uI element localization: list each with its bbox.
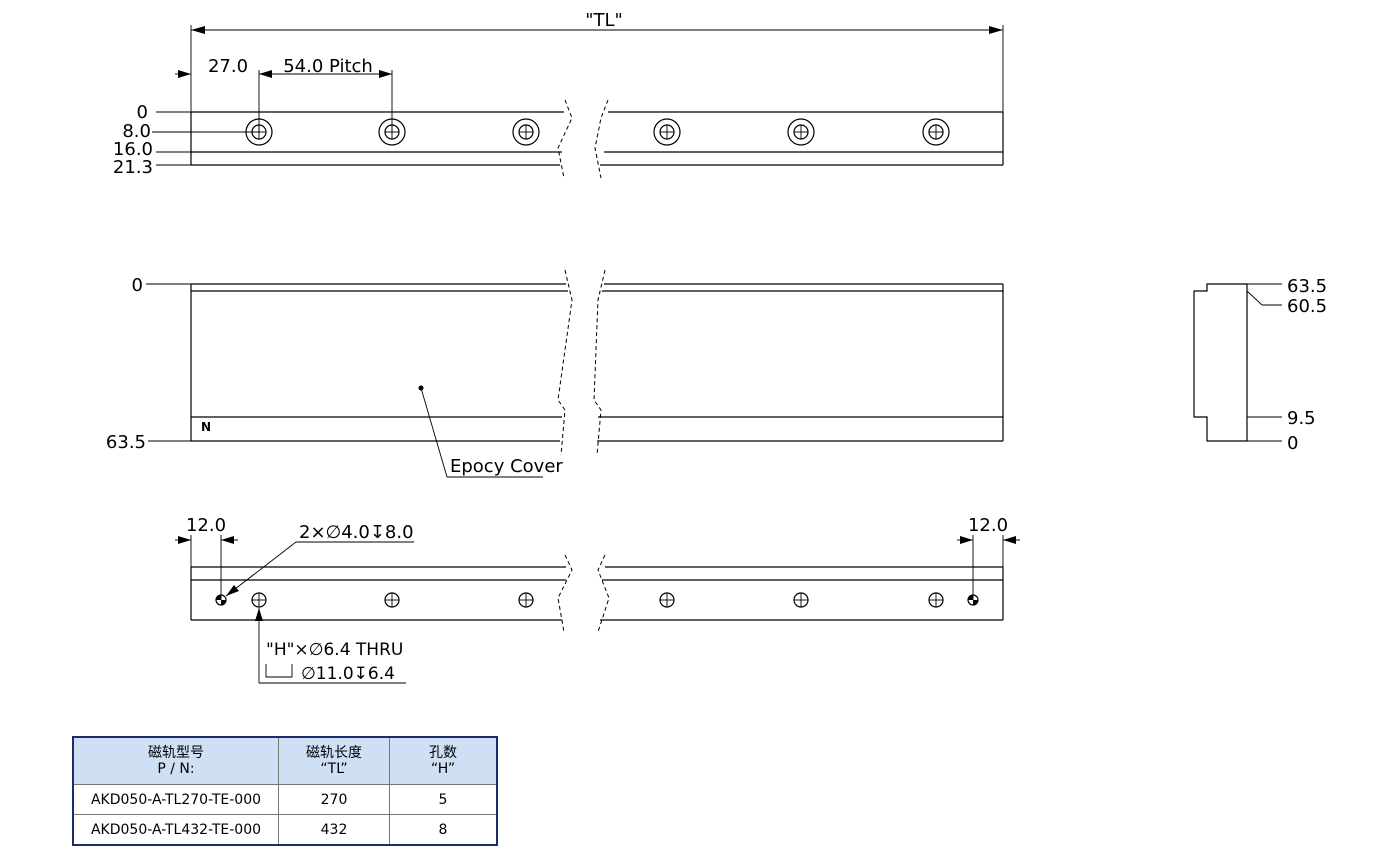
left-offset-label: 12.0	[186, 515, 226, 536]
epoxy-cover-label: Epocy Cover	[450, 456, 563, 477]
part-number-table: 磁轨型号 P / N: 磁轨长度 “TL” 孔数 “H” AKD050-A-TL…	[72, 736, 498, 846]
table-row: AKD050-A-TL270-TE-000 270 5	[72, 784, 498, 815]
through-hole	[659, 592, 675, 608]
top-view: "TL" 27.0 54.0 Pitch 0 8.0 16.0 21.3	[113, 10, 1004, 179]
header-hole-count: 孔数 “H”	[389, 736, 498, 785]
small-hole-callout: 2×∅4.0↧8.0	[299, 522, 414, 543]
through-hole	[251, 592, 267, 608]
row-label-0: 0	[137, 102, 148, 123]
front-view: 0 63.5 N Epocy Cover	[106, 269, 1004, 478]
bottom-view: 12.0 12.0 2×∅4.0↧8.0 "H"×∅6.4 THRU ∅11.0…	[175, 515, 1020, 684]
row-label-16: 16.0	[113, 139, 153, 160]
cell-length: 270	[278, 784, 390, 815]
pitch-label: 54.0 Pitch	[283, 56, 373, 77]
cell-part-number: AKD050-A-TL270-TE-000	[72, 784, 279, 815]
thru-hole-callout: "H"×∅6.4 THRU	[266, 640, 403, 660]
counterbore-hole	[653, 118, 681, 146]
front-bottom-label: 63.5	[106, 432, 146, 453]
right-offset-label: 12.0	[968, 515, 1008, 536]
through-hole	[518, 592, 534, 608]
header-part-number: 磁轨型号 P / N:	[72, 736, 279, 785]
header-length: 磁轨长度 “TL”	[278, 736, 390, 785]
counterbore-symbol	[265, 664, 293, 678]
through-hole	[384, 592, 400, 608]
cell-part-number: AKD050-A-TL432-TE-000	[72, 814, 279, 846]
cell-hole-count: 8	[389, 814, 498, 846]
counterbore-hole	[787, 118, 815, 146]
cell-length: 432	[278, 814, 390, 846]
blind-hole	[967, 594, 979, 606]
overall-length-label: "TL"	[585, 10, 623, 31]
counterbore-hole	[922, 118, 950, 146]
pole-marker-label: N	[201, 420, 211, 434]
through-hole	[793, 592, 809, 608]
counterbore-callout: ∅11.0↧6.4	[301, 664, 395, 684]
row-label-8: 8.0	[122, 121, 151, 142]
side-label-0: 0	[1287, 433, 1298, 454]
blind-hole	[215, 594, 227, 606]
side-label-63-5: 63.5	[1287, 276, 1327, 297]
first-hole-offset-label: 27.0	[208, 56, 248, 77]
side-label-9-5: 9.5	[1287, 408, 1316, 429]
side-label-60-5: 60.5	[1287, 296, 1327, 317]
counterbore-hole	[512, 118, 540, 146]
table-row: AKD050-A-TL432-TE-000 432 8	[72, 814, 498, 846]
counterbore-hole	[245, 118, 273, 146]
side-view: 63.5 60.5 9.5 0	[1193, 276, 1327, 454]
cell-hole-count: 5	[389, 784, 498, 815]
front-top-label: 0	[132, 275, 143, 296]
counterbore-hole	[378, 118, 406, 146]
row-label-21: 21.3	[113, 157, 153, 178]
table-header-row: 磁轨型号 P / N: 磁轨长度 “TL” 孔数 “H”	[72, 736, 498, 785]
through-hole	[928, 592, 944, 608]
